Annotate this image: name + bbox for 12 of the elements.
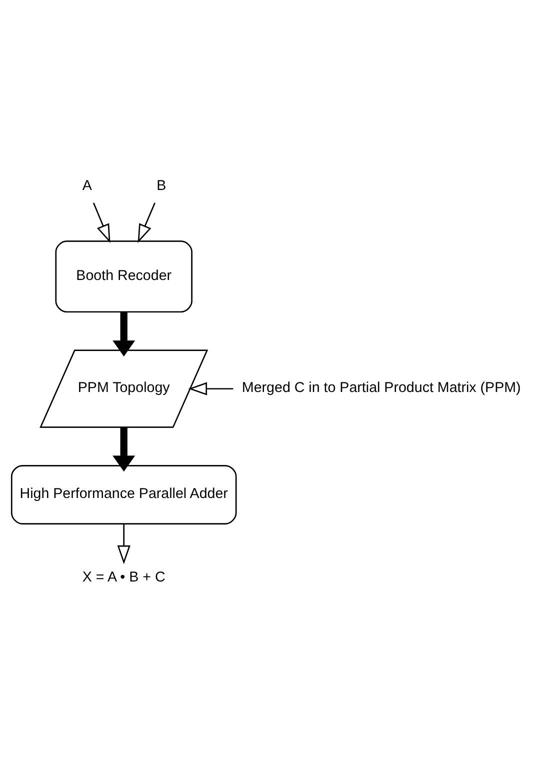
arrow [112,312,136,357]
node-text: B [156,178,166,194]
arrow [138,202,156,243]
arrow [112,427,136,472]
arrow [188,382,234,396]
node-text: X = A • B + C [82,570,166,586]
node-box: High Performance Parallel Adder [10,465,237,524]
arrow [117,524,130,564]
arrow [92,202,110,243]
node-box: Booth Recoder [55,240,192,313]
node-text: A [82,178,92,194]
node-text: Merged C in to Partial Product Matrix (PPM) [242,380,521,396]
